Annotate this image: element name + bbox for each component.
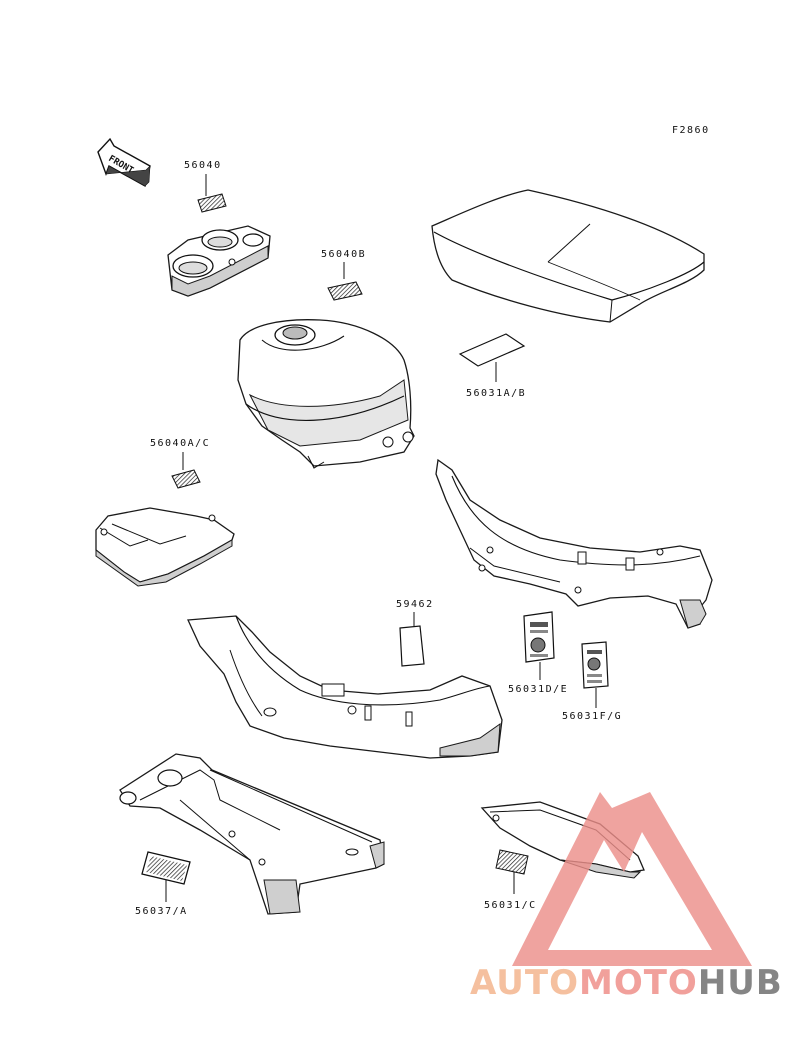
fuel-tank-part	[237, 319, 415, 469]
swingarm-part	[119, 753, 385, 915]
callout-56040ac: 56040A/C	[150, 438, 210, 470]
callout-56031ab: 56031A/B	[466, 362, 526, 399]
decal-56031fg	[581, 641, 609, 689]
svg-text:56031D/E: 56031D/E	[508, 684, 568, 695]
svg-text:56031F/G: 56031F/G	[562, 711, 622, 722]
decal-56031de	[523, 611, 555, 663]
decal-56031ab	[458, 333, 526, 367]
svg-text:AUTOMOTOHUB: AUTOMOTOHUB	[470, 963, 783, 1003]
svg-text:56040A/C: 56040A/C	[150, 438, 210, 449]
decal-56040	[197, 193, 227, 213]
svg-text:56031A/B: 56031A/B	[466, 388, 526, 399]
decal-59462	[399, 625, 425, 667]
callout-56037a: 56037/A	[135, 880, 188, 917]
decal-56037a	[141, 851, 191, 885]
svg-text:59462: 59462	[396, 599, 434, 610]
callout-59462: 59462	[396, 599, 434, 626]
callout-56031fg: 56031F/G	[562, 688, 622, 722]
decal-56031c	[495, 849, 529, 875]
side-fairing-part	[435, 458, 713, 629]
decal-56040ac	[171, 469, 201, 489]
callout-56031de: 56031D/E	[508, 662, 568, 695]
svg-text:56040B: 56040B	[321, 249, 366, 260]
callout-56040: 56040	[184, 160, 222, 196]
callout-56040b: 56040B	[321, 249, 366, 279]
instrument-panel-part	[167, 225, 271, 297]
front-arrow-icon: FRONT	[97, 137, 151, 188]
svg-text:56037/A: 56037/A	[135, 906, 188, 917]
svg-text:56031/C: 56031/C	[484, 900, 537, 911]
figure-code: F2860	[672, 125, 710, 136]
lower-cowl-part	[95, 507, 235, 587]
watermark-logo: AUTOMOTOHUB	[470, 792, 783, 1003]
decal-56040b	[327, 281, 363, 301]
seat-part	[431, 189, 705, 323]
watermark-triangle-icon	[512, 792, 752, 966]
callout-56031c: 56031/C	[484, 872, 537, 911]
svg-text:56040: 56040	[184, 160, 222, 171]
main-fairing-part	[187, 615, 503, 759]
